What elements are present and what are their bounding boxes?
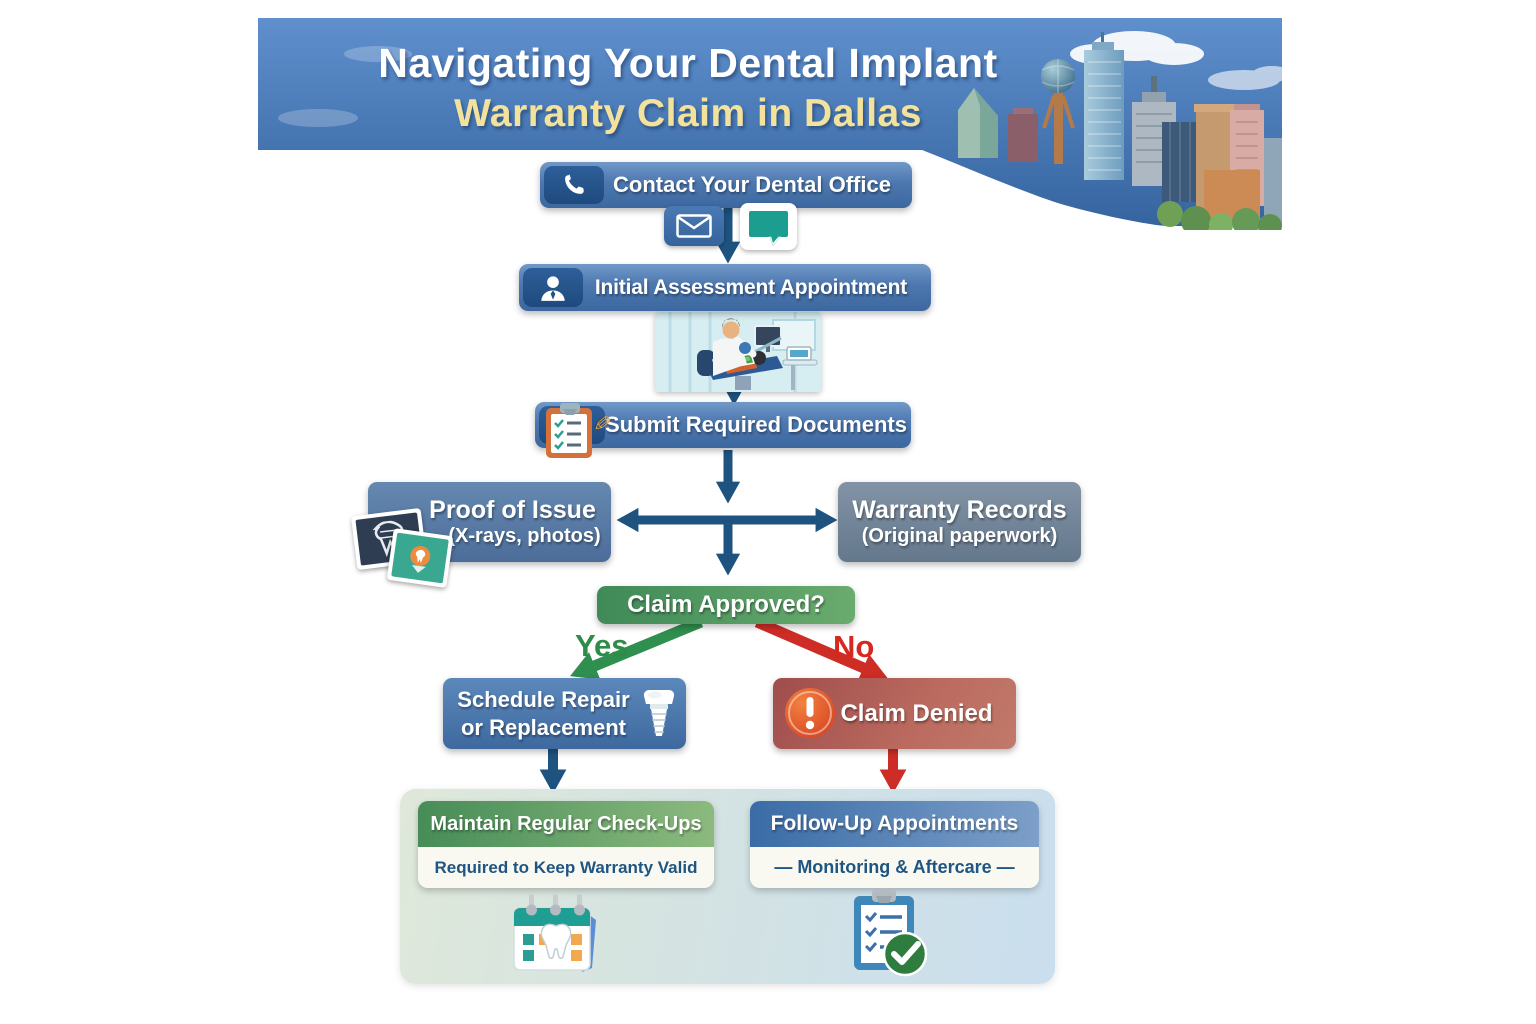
- chat-bubble-icon: [740, 203, 797, 250]
- claim-approved-decision: Claim Approved?: [597, 586, 855, 624]
- dental-implant-icon: [640, 688, 678, 745]
- step-assessment-label: Initial Assessment Appointment: [594, 275, 908, 299]
- header-title-line1: Navigating Your Dental Implant: [378, 40, 998, 86]
- pencil-icon: ✎: [588, 412, 615, 434]
- no-branch-label: No: [833, 629, 875, 664]
- schedule-repair-box: Schedule Repair or Replacement: [443, 678, 686, 749]
- step-initial-assessment: Initial Assessment Appointment: [519, 264, 931, 311]
- step-contact-office: Contact Your Dental Office: [540, 162, 912, 208]
- calendar-tooth-icon: [510, 892, 602, 981]
- checkups-subtitle: Required to Keep Warranty Valid: [418, 847, 714, 888]
- warranty-records-box: Warranty Records (Original paperwork): [838, 482, 1081, 562]
- followup-title: Follow-Up Appointments: [750, 801, 1039, 847]
- proof-title: Proof of Issue: [429, 496, 596, 525]
- person-icon: [523, 268, 583, 307]
- dental-exam-illustration: [655, 312, 821, 392]
- decision-question: Claim Approved?: [627, 591, 825, 618]
- claim-denied-box: Claim Denied: [773, 678, 1016, 749]
- denied-label: Claim Denied: [840, 699, 993, 727]
- checkups-title: Maintain Regular Check-Ups: [418, 801, 714, 847]
- proof-subtitle: (X-rays, photos): [448, 524, 601, 547]
- schedule-line2: or Replacement: [460, 714, 627, 740]
- followup-card: Follow-Up Appointments — Monitoring & Af…: [750, 801, 1039, 888]
- followup-subtitle: — Monitoring & Aftercare —: [750, 847, 1039, 888]
- checkups-card: Maintain Regular Check-Ups Required to K…: [418, 801, 714, 888]
- phone-icon: [544, 166, 604, 204]
- envelope-icon: [664, 206, 724, 246]
- header-banner: Navigating Your Dental Implant Warranty …: [258, 18, 1282, 230]
- tooth-photo-icon: [386, 528, 454, 588]
- yes-branch-label: Yes: [575, 628, 629, 663]
- xray-photo-icon: [350, 506, 464, 588]
- alert-exclamation-icon: [783, 686, 837, 745]
- clipboard-check-icon: [848, 888, 930, 987]
- warranty-subtitle: (Original paperwork): [861, 524, 1058, 547]
- clipboard-checklist-icon: [543, 401, 597, 461]
- schedule-line1: Schedule Repair: [457, 687, 630, 712]
- warranty-title: Warranty Records: [852, 496, 1067, 525]
- header-title-line2: Warranty Claim in Dallas: [454, 92, 922, 135]
- step-contact-label: Contact Your Dental Office: [613, 172, 891, 197]
- step-submit-label: Submit Required Documents: [605, 412, 907, 437]
- dallas-skyline: [258, 18, 1282, 230]
